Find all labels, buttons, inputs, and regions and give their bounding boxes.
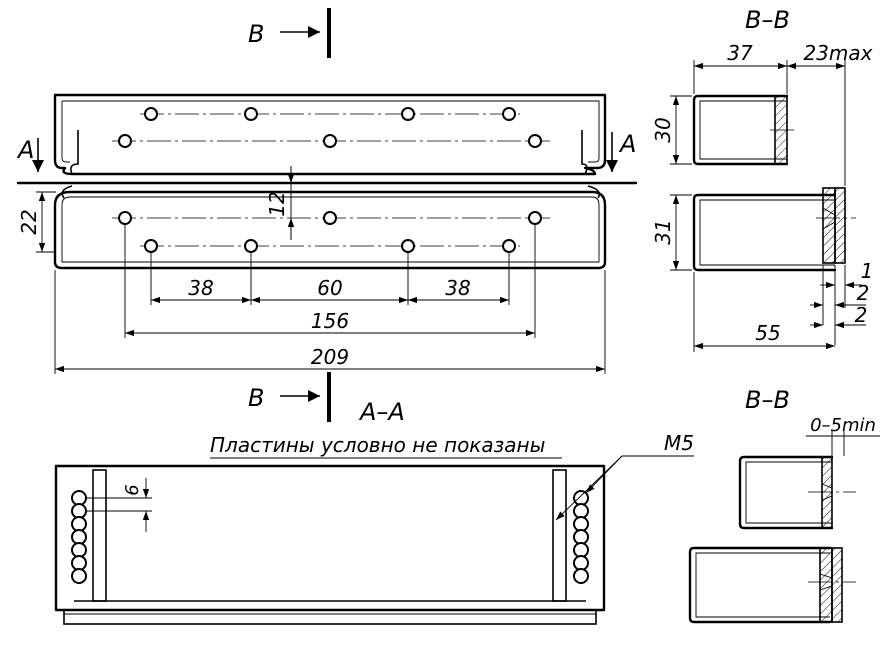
dim-label-1: 1	[861, 259, 874, 283]
thread-callout-m5: M5	[555, 431, 694, 521]
view-title-bb-top: B–B	[745, 6, 790, 34]
hole	[502, 107, 516, 121]
thread-holes-right	[573, 490, 589, 584]
dim-0-5min: 0–5min	[806, 415, 880, 456]
section-marker-b-top: B	[248, 8, 331, 58]
view-bb-bottom: B–B 0–5min	[688, 386, 880, 624]
thread-holes-left	[71, 490, 87, 584]
dim-label-23max: 23max	[803, 41, 872, 65]
view-aa: A–A Пластины условно не показаны	[54, 398, 694, 625]
dim-label-31: 31	[651, 219, 675, 244]
dim-1: 1	[820, 259, 874, 289]
dim-38-right: 38	[408, 276, 509, 304]
dim-38-left: 38	[151, 276, 251, 304]
thread-label-m5: M5	[664, 431, 694, 455]
dim-2-lower: 2	[810, 303, 868, 329]
hole	[401, 239, 415, 253]
hole	[502, 239, 516, 253]
hole	[528, 211, 542, 225]
dim-31: 31	[651, 195, 680, 270]
dim-label-22: 22	[17, 209, 41, 234]
section-marker-b-bottom: B	[248, 372, 331, 422]
hole	[244, 107, 258, 121]
hole	[401, 107, 415, 121]
dim-37: 37	[694, 41, 787, 70]
dim-label-156: 156	[311, 309, 349, 333]
dim-label-12: 12	[265, 191, 289, 216]
section-label-a-left: A	[16, 136, 34, 164]
holes-upper	[112, 107, 550, 148]
dim-label-6: 6	[122, 484, 143, 495]
lower-bracket	[53, 185, 607, 270]
hole	[144, 107, 158, 121]
hole	[244, 239, 258, 253]
dim-30: 30	[651, 96, 680, 164]
dim-label-55: 55	[755, 321, 780, 345]
dim-23max: 23max	[787, 41, 873, 70]
dim-label-0-5min: 0–5min	[810, 415, 876, 436]
section-marker-a-right: A	[606, 130, 636, 172]
dim-55: 55	[694, 321, 835, 350]
dim-label-38-left: 38	[188, 276, 213, 300]
dim-60: 60	[251, 276, 408, 304]
section-label-b-bottom: B	[248, 384, 264, 412]
view-bb-top: B–B 37 23max 30	[651, 6, 873, 352]
dim-label-2-upper: 2	[857, 281, 870, 305]
hole	[528, 134, 542, 148]
dim-12: 12	[265, 166, 295, 240]
note-plates-hidden: Пластины условно не показаны	[210, 433, 545, 457]
section-label-b-top: B	[248, 20, 264, 48]
dim-6: 6	[86, 478, 152, 532]
holes-lower	[112, 211, 550, 253]
dim-22: 22	[17, 191, 56, 253]
dim-209: 209	[55, 345, 605, 373]
section-label-a-right: A	[618, 130, 636, 158]
dim-label-60: 60	[317, 276, 342, 300]
view-title-aa: A–A	[358, 398, 405, 426]
hole	[144, 239, 158, 253]
dim-label-209: 209	[311, 345, 349, 369]
view-title-bb-bottom: B–B	[745, 386, 790, 414]
dim-2-upper: 2	[810, 281, 870, 309]
hole	[323, 134, 337, 148]
hole	[323, 211, 337, 225]
hole	[118, 211, 132, 225]
dim-label-38-right: 38	[445, 276, 470, 300]
dim-156: 156	[125, 309, 535, 337]
dim-label-30: 30	[651, 117, 675, 142]
dim-label-2-lower: 2	[855, 303, 868, 327]
section-marker-a-left: A	[16, 136, 44, 172]
dim-label-37: 37	[727, 41, 753, 65]
front-view: A A 22 12 38	[16, 93, 638, 374]
upper-bracket	[53, 93, 607, 176]
hole	[118, 134, 132, 148]
